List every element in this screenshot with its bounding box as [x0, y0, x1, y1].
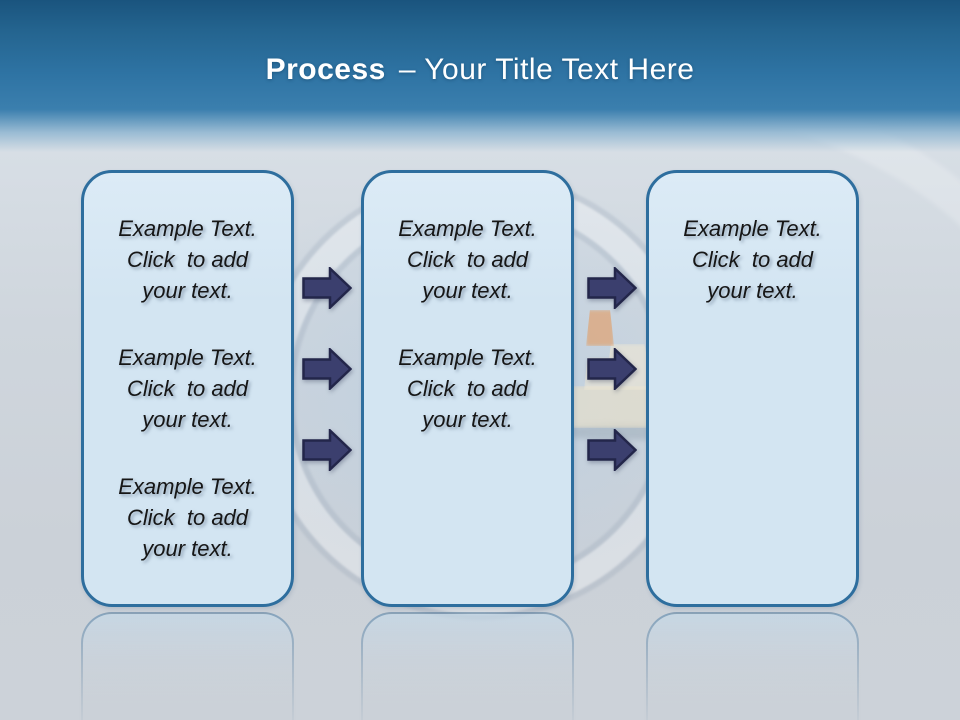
placeholder-line: your text.: [142, 407, 233, 432]
placeholder-line: Example Text.: [118, 345, 257, 370]
placeholder-line: Example Text.: [398, 345, 537, 370]
process-step-panel-1[interactable]: Example Text. Click to add your text. Ex…: [81, 170, 294, 607]
placeholder-line: Click to add: [406, 247, 529, 272]
right-arrow-icon[interactable]: [587, 348, 637, 390]
placeholder-line: Example Text.: [118, 216, 257, 241]
placeholder-line: Click to add: [126, 247, 249, 272]
placeholder-line: Example Text.: [398, 216, 537, 241]
panel-reflection: [359, 610, 576, 720]
placeholder-text[interactable]: Example Text. Click to add your text.: [90, 213, 285, 306]
right-arrow-icon[interactable]: [302, 348, 352, 390]
placeholder-line: Click to add: [126, 505, 249, 530]
right-arrow-icon[interactable]: [587, 267, 637, 309]
panel-reflection: [79, 610, 296, 720]
right-arrow-icon[interactable]: [302, 429, 352, 471]
ship-watermark-funnel: [586, 310, 614, 346]
placeholder-line: your text.: [707, 278, 798, 303]
placeholder-line: Click to add: [126, 376, 249, 401]
placeholder-line: Click to add: [691, 247, 814, 272]
panel-reflection: [644, 610, 861, 720]
placeholder-line: your text.: [422, 278, 513, 303]
arrow-column-1: [302, 267, 352, 471]
slide-title-placeholder: – Your Title Text Here: [398, 53, 695, 86]
placeholder-line: your text.: [422, 407, 513, 432]
placeholder-line: Example Text.: [118, 474, 257, 499]
placeholder-text[interactable]: Example Text. Click to add your text.: [90, 342, 285, 435]
right-arrow-icon[interactable]: [587, 429, 637, 471]
placeholder-text[interactable]: Example Text. Click to add your text.: [370, 342, 565, 435]
slide-title[interactable]: Process – Your Title Text Here: [0, 53, 960, 87]
placeholder-line: your text.: [142, 278, 233, 303]
placeholder-text[interactable]: Example Text. Click to add your text.: [655, 213, 850, 306]
placeholder-text[interactable]: Example Text. Click to add your text.: [90, 471, 285, 564]
process-step-panel-2[interactable]: Example Text. Click to add your text. Ex…: [361, 170, 574, 607]
right-arrow-icon[interactable]: [302, 267, 352, 309]
placeholder-line: Example Text.: [683, 216, 822, 241]
slide-title-keyword: Process: [265, 53, 386, 86]
placeholder-text[interactable]: Example Text. Click to add your text.: [370, 213, 565, 306]
process-step-panel-3[interactable]: Example Text. Click to add your text.: [646, 170, 859, 607]
placeholder-line: Click to add: [406, 376, 529, 401]
arrow-column-2: [587, 267, 637, 471]
slide-header: Process – Your Title Text Here: [0, 0, 960, 152]
placeholder-line: your text.: [142, 536, 233, 561]
